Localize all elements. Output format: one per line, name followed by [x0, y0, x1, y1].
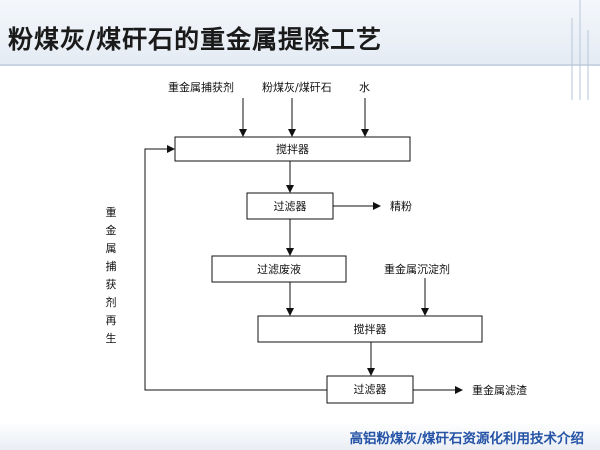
input-flyash-label: 粉煤灰/煤矸石: [262, 81, 332, 94]
page-title: 粉煤灰/煤矸石的重金属提除工艺: [8, 25, 383, 54]
input-capture-agent-label: 重金属捕获剂: [168, 81, 234, 94]
input-water-label: 水: [359, 81, 370, 94]
box-filter2: [326, 375, 414, 404]
residue-label: 重金属滤渣: [472, 384, 527, 397]
regen-loop-label: 重金属捕获剂再生: [105, 206, 117, 345]
fine-powder-label: 精粉: [390, 200, 412, 213]
filter2-label: 过滤器: [353, 383, 387, 396]
box-mixer1: [174, 136, 411, 162]
footer-text: 高铝粉煤灰/煤矸石资源化利用技术介绍: [349, 431, 584, 447]
waste-liquid-label: 过滤废液: [257, 263, 301, 276]
arrow-regen-loop: [144, 145, 327, 391]
precipitant-label: 重金属沉淀剂: [384, 263, 450, 276]
box-mixer2: [257, 315, 483, 343]
box-waste-liquid: [211, 255, 347, 283]
mixer1-label: 搅拌器: [276, 143, 309, 156]
mixer2-label: 搅拌器: [353, 323, 387, 336]
decorative-lines: [571, 0, 589, 100]
title-band: [0, 0, 600, 66]
footer-band: [0, 422, 600, 450]
filter1-label: 过滤器: [273, 200, 307, 213]
